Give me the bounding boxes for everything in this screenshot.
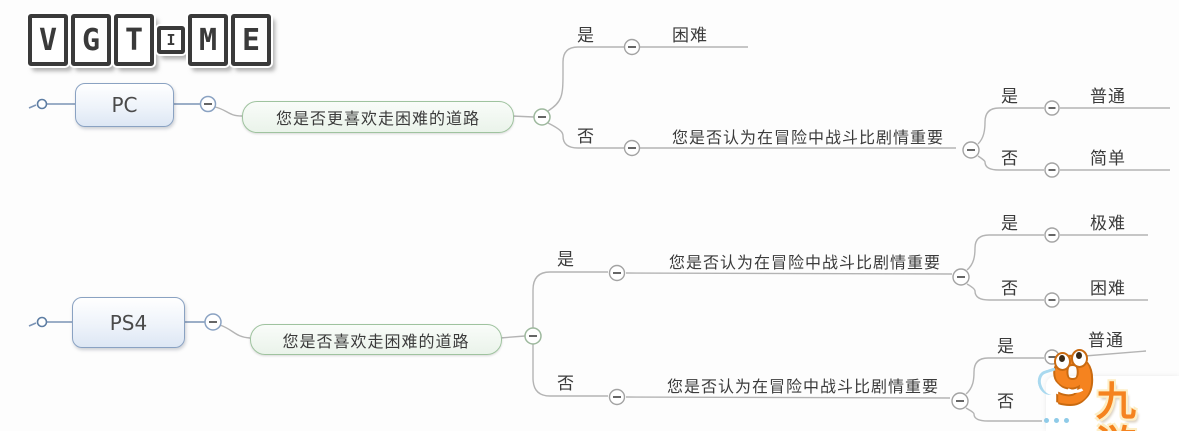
toggle-pc-question[interactable] (533, 108, 551, 126)
toggle-ps4-root[interactable] (204, 313, 222, 331)
mascot-pupil (1076, 352, 1082, 359)
vgtime-letter-i: I (157, 26, 185, 54)
mascot-left-eye-icon (1054, 352, 1071, 371)
mascot-right-eye-icon (1071, 349, 1088, 368)
ps4-yes-yes-label[interactable]: 是 (1001, 214, 1019, 234)
pc-no-yes-label[interactable]: 是 (1001, 87, 1019, 107)
pc-root-links (28, 103, 200, 109)
ps4-no-label[interactable]: 否 (557, 374, 575, 394)
pc-topic-label: PC (111, 93, 138, 117)
ps4-no-no-label[interactable]: 否 (997, 392, 1015, 412)
logo-letter: I (166, 31, 176, 49)
pc-yes-result-hard[interactable]: 困难 (672, 26, 708, 46)
ps4-yes-no-result-hard[interactable]: 困难 (1090, 279, 1126, 299)
logo-letter: T (124, 22, 144, 58)
toggle-ps4-yes-no[interactable] (1044, 292, 1060, 308)
ps4-yes-no-label[interactable]: 否 (1001, 279, 1019, 299)
logo-letter: E (241, 22, 261, 58)
jiuyou-text: 九游 (1096, 379, 1138, 431)
pc-topic[interactable]: PC (75, 83, 174, 127)
pc-no-question[interactable]: 您是否认为在冒险中战斗比剧情重要 (671, 128, 944, 147)
vgtime-letter-v: V (28, 14, 68, 66)
logo-letter: M (198, 22, 218, 58)
pc-yes-label[interactable]: 是 (577, 26, 595, 46)
blue-dots-decoration (1044, 418, 1069, 423)
logo-letter: G (81, 22, 101, 58)
vgtime-letter-m: M (188, 14, 228, 66)
toggle-pc-root[interactable] (199, 95, 217, 113)
toggle-ps4-no[interactable] (608, 388, 626, 406)
ps4-root-anchor[interactable] (36, 316, 48, 328)
ps4-yes-yes-result-extreme[interactable]: 极难 (1090, 214, 1126, 234)
ps4-topic[interactable]: PS4 (72, 297, 185, 348)
vgtime-letter-t: T (114, 14, 154, 66)
pc-question-topic[interactable]: 您是否更喜欢走困难的道路 (242, 101, 514, 133)
mascot-smile-icon (1064, 378, 1086, 393)
toggle-pc-yes[interactable] (623, 38, 641, 56)
ps4-branch-lines (219, 234, 1148, 422)
ps4-root-links (28, 321, 205, 327)
ps4-topic-label: PS4 (109, 310, 148, 335)
pc-branch-lines (214, 46, 1170, 171)
logo-letter: V (38, 22, 58, 58)
ps4-question-topic[interactable]: 您是否喜欢走困难的道路 (250, 324, 502, 355)
ps4-no-yes-label[interactable]: 是 (997, 337, 1015, 357)
pc-question-label: 您是否更喜欢走困难的道路 (275, 109, 480, 128)
jiuyou-watermark: 9 九游 (1034, 345, 1179, 431)
pc-no-no-result-easy[interactable]: 简单 (1090, 149, 1126, 169)
vgtime-letter-g: G (71, 14, 111, 66)
ps4-no-question[interactable]: 您是否认为在冒险中战斗比剧情重要 (666, 377, 939, 396)
pc-no-no-label[interactable]: 否 (1001, 149, 1019, 169)
ps4-question-label: 您是否喜欢走困难的道路 (282, 331, 470, 351)
toggle-pc-no-question[interactable] (962, 141, 980, 159)
ps4-yes-label[interactable]: 是 (557, 250, 575, 270)
toggle-pc-no[interactable] (623, 139, 641, 157)
toggle-ps4-yes[interactable] (608, 264, 626, 282)
toggle-pc-no-yes[interactable] (1044, 100, 1060, 116)
pc-root-anchor[interactable] (36, 98, 48, 110)
vgtime-letter-e: E (231, 14, 271, 66)
toggle-ps4-no-question[interactable] (951, 392, 969, 410)
ps4-no-yes-result-normal[interactable]: 普通 (1088, 331, 1124, 351)
toggle-ps4-yes-yes[interactable] (1044, 227, 1060, 243)
toggle-ps4-question[interactable] (524, 327, 542, 345)
toggle-pc-no-no[interactable] (1044, 162, 1060, 178)
toggle-ps4-yes-question[interactable] (952, 268, 970, 286)
mascot-pupil (1059, 355, 1065, 362)
pc-no-yes-result-normal[interactable]: 普通 (1090, 87, 1126, 107)
ps4-yes-question[interactable]: 您是否认为在冒险中战斗比剧情重要 (668, 253, 941, 272)
vgtime-logo: V G T I M E (28, 14, 271, 66)
pc-no-label[interactable]: 否 (577, 127, 595, 147)
